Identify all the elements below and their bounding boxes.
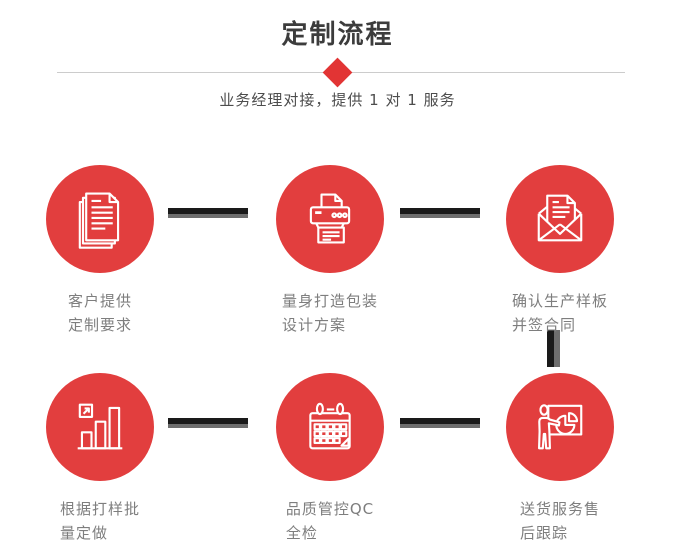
step-circle bbox=[506, 165, 614, 273]
step-label: 量身打造包装 设计方案 bbox=[282, 289, 378, 337]
step-label: 确认生产样板 并签合同 bbox=[512, 289, 608, 337]
step-circle bbox=[276, 165, 384, 273]
step-circle bbox=[506, 373, 614, 481]
step-label: 根据打样批 量定做 bbox=[60, 497, 140, 545]
connector-step5-step6 bbox=[400, 418, 480, 428]
connector-step4-step5 bbox=[168, 418, 248, 428]
step-quality-control: 品质管控QC 全检 bbox=[250, 373, 410, 545]
step-label: 品质管控QC 全检 bbox=[286, 497, 374, 545]
connector-step3-step6 bbox=[547, 330, 560, 367]
step-label: 送货服务售 后跟踪 bbox=[520, 497, 600, 545]
documents-icon bbox=[78, 192, 120, 249]
step-circle bbox=[46, 165, 154, 273]
step-batch-production: 根据打样批 量定做 bbox=[20, 373, 180, 545]
step-label-line2: 量定做 bbox=[59, 524, 108, 542]
step-label-line1: 量身打造包装 bbox=[281, 292, 378, 310]
diamond-icon bbox=[322, 57, 353, 88]
envelope-icon bbox=[537, 194, 583, 242]
step-label: 客户提供 定制要求 bbox=[68, 289, 132, 337]
step-label-line2: 后跟踪 bbox=[519, 524, 568, 542]
step-label-line1: 送货服务售 bbox=[519, 500, 600, 518]
connector-step2-step3 bbox=[400, 208, 480, 218]
step-label-line2: 全检 bbox=[285, 524, 318, 542]
step-label-line2: 并签合同 bbox=[511, 316, 576, 334]
step-label-line1: 根据打样批 bbox=[59, 500, 140, 518]
presenter-icon bbox=[538, 404, 583, 450]
step-label-line1: 确认生产样板 bbox=[511, 292, 608, 310]
page-subtitle: 业务经理对接，提供 1 对 1 服务 bbox=[219, 91, 456, 109]
step-label-line1: 客户提供 bbox=[67, 292, 132, 310]
printer-icon bbox=[309, 193, 351, 244]
step-customer-requirements: 客户提供 定制要求 bbox=[20, 165, 180, 337]
bar-chart-icon bbox=[77, 403, 123, 450]
connector-step1-step2 bbox=[168, 208, 248, 218]
step-circle bbox=[276, 373, 384, 481]
calendar-icon bbox=[309, 402, 351, 450]
step-delivery-aftersales: 送货服务售 后跟踪 bbox=[480, 373, 640, 545]
page-title: 定制流程 bbox=[281, 20, 394, 50]
step-label-line1: 品质管控QC bbox=[285, 500, 375, 518]
step-packaging-design: 量身打造包装 设计方案 bbox=[250, 165, 410, 337]
step-label-line2: 设计方案 bbox=[281, 316, 346, 334]
step-circle bbox=[46, 373, 154, 481]
step-sample-contract: 确认生产样板 并签合同 bbox=[480, 165, 640, 337]
step-label-line2: 定制要求 bbox=[67, 316, 132, 334]
